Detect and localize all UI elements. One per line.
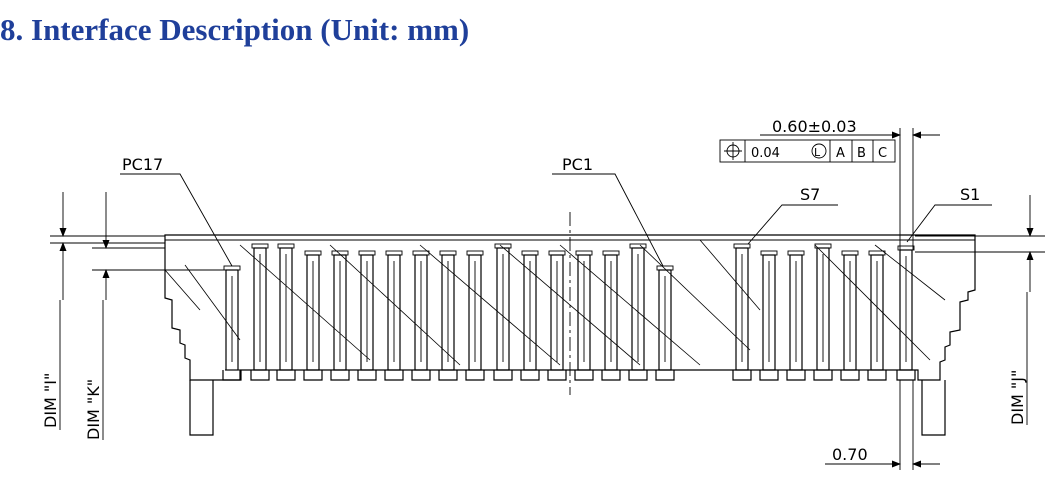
contact-pin [732,243,752,381]
s7-label: S7 [800,185,820,204]
contact-pin [867,250,887,381]
tolerance-modifier: L [814,146,821,159]
contact-pin [520,250,540,381]
section-hatching [164,239,946,366]
contact-pin [438,250,458,381]
contact-pin [411,250,431,381]
callout-s1: S1 [906,185,992,243]
contact-pin [896,245,916,381]
contact-pin [357,250,377,381]
contact-pin [330,250,350,381]
callout-pc17: PC17 [120,155,233,267]
contact-pin [574,250,594,381]
pitch-dimension: 0.60±0.03 [760,117,940,250]
pitch-value: 0.60±0.03 [772,117,857,136]
contact-pin [222,265,242,381]
contact-pin [493,243,513,381]
contact-pin [601,250,621,381]
contact-pin [465,250,485,381]
contact-pin [840,250,860,381]
contact-pin [384,250,404,381]
position-icon [724,142,742,160]
contact-pin [655,265,675,381]
dim-j-label: DIM "J" [1008,370,1027,425]
contact-pin [628,243,648,381]
dim-k-label: DIM "K" [84,379,103,440]
lmc-modifier-icon [811,143,827,159]
callout-s7: S7 [747,185,838,245]
pc1-label: PC1 [562,155,593,174]
contact-pin [813,243,833,381]
contact-pin [786,250,806,381]
page-title: 8. Interface Description (Unit: mm) [0,12,470,47]
tolerance-frame: 0.04 L A B C [719,139,896,163]
width-dimension: 0.70 [825,380,940,470]
pc17-label: PC17 [122,155,163,174]
dim-k: DIM "K" [84,192,225,440]
callout-pc1: PC1 [552,155,664,267]
contact-pin [250,243,270,381]
width-value: 0.70 [832,445,868,464]
datum-b: B [857,146,866,161]
s1-label: S1 [960,185,980,204]
dim-i-label: DIM "I" [41,373,60,428]
datum-c: C [878,146,887,161]
dim-j: DIM "J" [915,195,1045,425]
contact-pins [222,243,916,381]
datum-a: A [836,146,845,161]
tolerance-value: 0.04 [751,146,780,161]
contact-pin [547,250,567,381]
contact-pin [303,250,323,381]
contact-pin [759,250,779,381]
contact-pin [276,243,296,381]
